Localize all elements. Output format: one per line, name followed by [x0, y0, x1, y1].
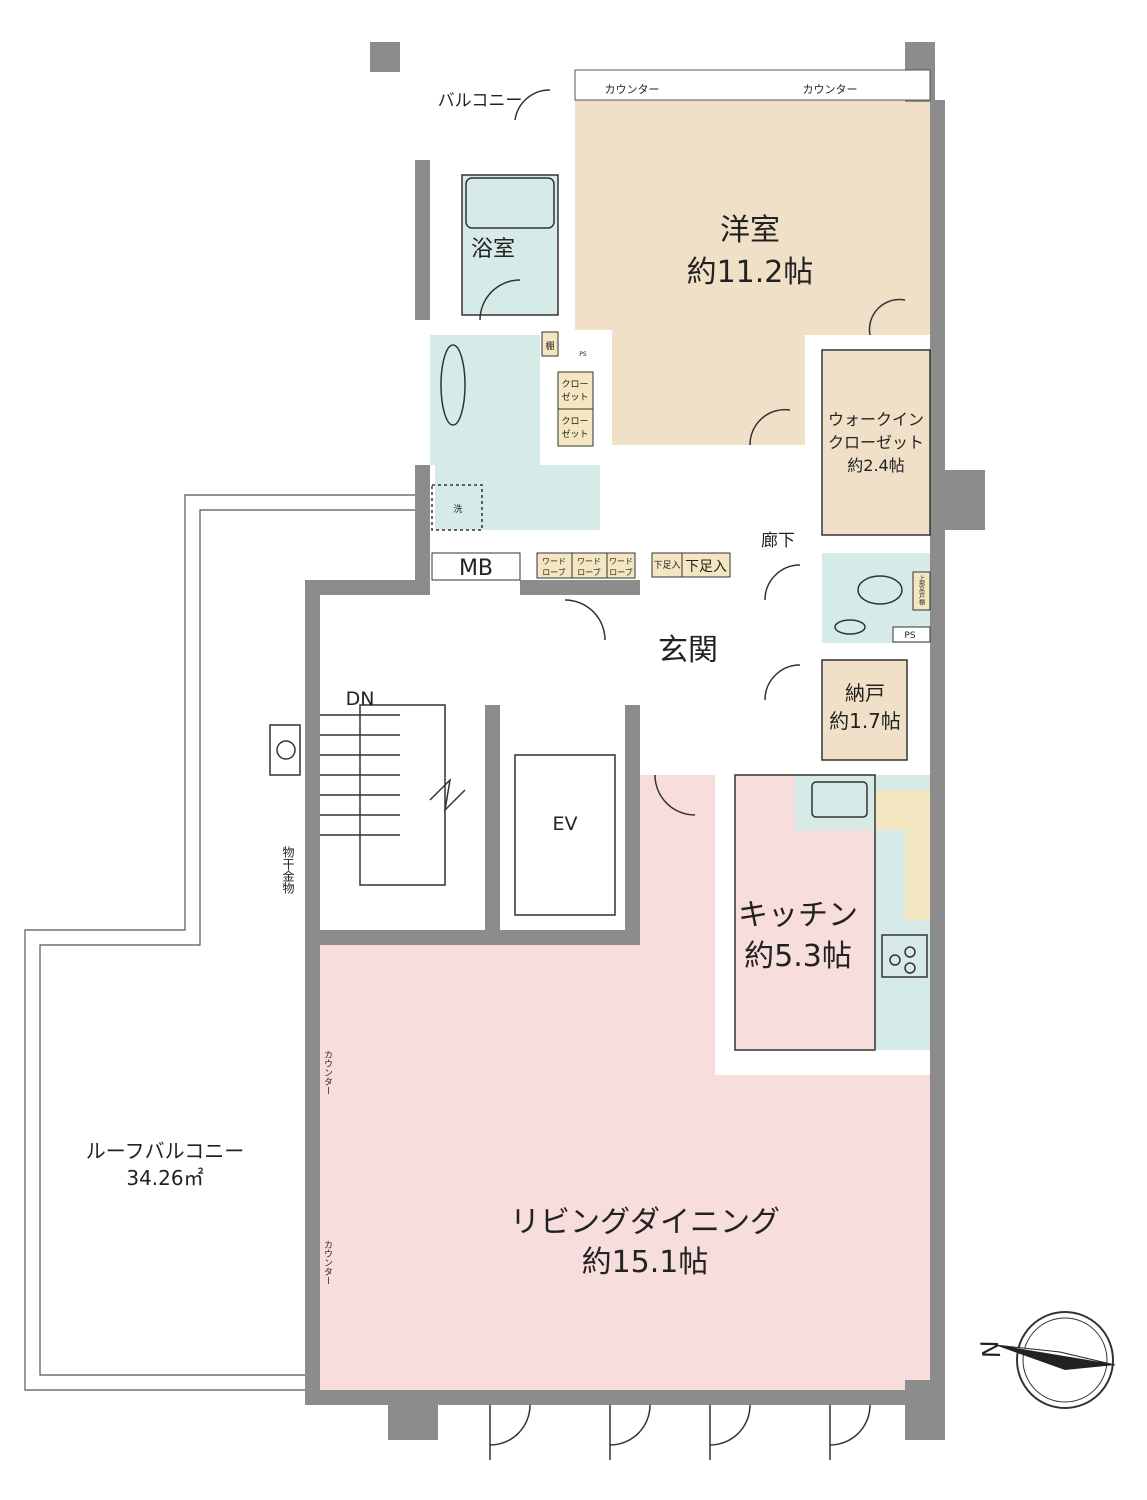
- entrance-name: 玄関: [658, 633, 718, 668]
- wardrobe-3-a: ワード: [609, 557, 633, 566]
- walkin-closet-size: 約2.4帖: [847, 456, 904, 475]
- compass-icon: N: [974, 1311, 1116, 1409]
- wardrobe-1-b: ローブ: [542, 567, 566, 577]
- wardrobe-2-a: ワード: [577, 557, 601, 566]
- closet-2-b: ゼット: [561, 428, 588, 440]
- hallway-name: 廊下: [761, 531, 795, 551]
- wardrobe-2-b: ローブ: [577, 567, 601, 577]
- wardrobe-1-a: ワード: [542, 557, 566, 566]
- bathroom-name: 浴室: [471, 237, 515, 262]
- kitchen-counter: [795, 775, 930, 1050]
- storeroom-floor: [822, 660, 907, 760]
- living-dining-name: リビングダイニング: [510, 1205, 780, 1240]
- closet-1-a: クロー: [561, 379, 588, 390]
- north-label: N: [974, 1338, 1005, 1361]
- shoe-box-large: 下足入: [685, 559, 727, 575]
- walkin-closet-floor: [822, 350, 930, 535]
- walkin-closet-label-2: クローゼット: [828, 433, 924, 452]
- wardrobe-3-b: ローブ: [609, 567, 633, 577]
- roof-balcony-name: ルーフバルコニー: [86, 1139, 244, 1163]
- walkin-closet-label-1: ウォークイン: [828, 410, 924, 429]
- ps-label-1: PS: [579, 351, 587, 358]
- bathroom-floor: [462, 175, 558, 315]
- living-dining-floor: [320, 775, 930, 1390]
- storeroom-size: 約1.7帖: [829, 709, 901, 733]
- washroom-floor: [430, 335, 600, 530]
- dn-label: DN: [346, 688, 375, 710]
- washer-label: 洗: [453, 503, 462, 515]
- upper-cabinet-label: 上部吊戸棚: [918, 574, 925, 606]
- counter-label-1: カウンター: [605, 83, 660, 96]
- roof-balcony-area: 34.26㎡: [126, 1166, 203, 1190]
- bedroom-size: 約11.2帖: [687, 255, 814, 290]
- walls: [305, 42, 985, 1440]
- closet-1-b: ゼット: [561, 391, 588, 403]
- mb-label: MB: [459, 556, 493, 581]
- roof-balcony: [24, 494, 415, 1391]
- storeroom-name: 納戸: [845, 681, 885, 705]
- kitchen-size: 約5.3帖: [744, 939, 852, 974]
- kitchen-name: キッチン: [738, 898, 858, 933]
- shoe-box-small: 下足入: [653, 560, 680, 571]
- counter-label-4: カウンター: [322, 1240, 333, 1285]
- bedroom-name: 洋室: [720, 213, 780, 248]
- living-dining-size: 約15.1帖: [582, 1245, 709, 1280]
- balcony-name: バルコニー: [438, 91, 523, 111]
- counter-label-3: カウンター: [322, 1050, 333, 1095]
- shelf-label: 棚: [545, 340, 554, 352]
- interior-lines: [269, 89, 931, 1460]
- closets: クロー ゼット クロー ゼット ワード ローブ ワード ローブ ワード ローブ …: [453, 331, 931, 643]
- ev-label: EV: [552, 813, 577, 835]
- closet-2-a: クロー: [561, 416, 588, 427]
- drying-hardware-label: 物干金物: [281, 846, 295, 894]
- kitchen-cabinet: [875, 790, 930, 920]
- ps-label-2: PS: [904, 631, 915, 641]
- counter-label-2: カウンター: [803, 83, 858, 96]
- bedroom-floor: [575, 100, 930, 445]
